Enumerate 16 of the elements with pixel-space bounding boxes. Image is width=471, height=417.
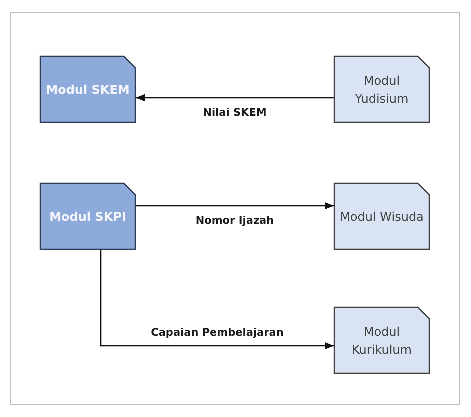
module-box (334, 307, 430, 374)
module-name: Modul Wisuda (339, 208, 425, 226)
edge-label: Capaian Pembelajaran (149, 327, 286, 339)
module-name: Modul Kurikulum (351, 324, 413, 358)
edge-label: Nilai SKEM (201, 107, 269, 119)
module-name: Modul SKEM (45, 82, 131, 98)
module-name: Modul Yudisium (354, 72, 410, 108)
edge-label: Nomor Ijazah (194, 215, 276, 227)
module-box (334, 56, 430, 123)
arrow (100, 250, 334, 350)
module-box (40, 183, 136, 250)
arrow (136, 202, 334, 210)
module-box (40, 56, 136, 123)
module-name: Modul SKPI (48, 208, 128, 226)
arrow (136, 94, 334, 102)
module-box (334, 183, 430, 250)
